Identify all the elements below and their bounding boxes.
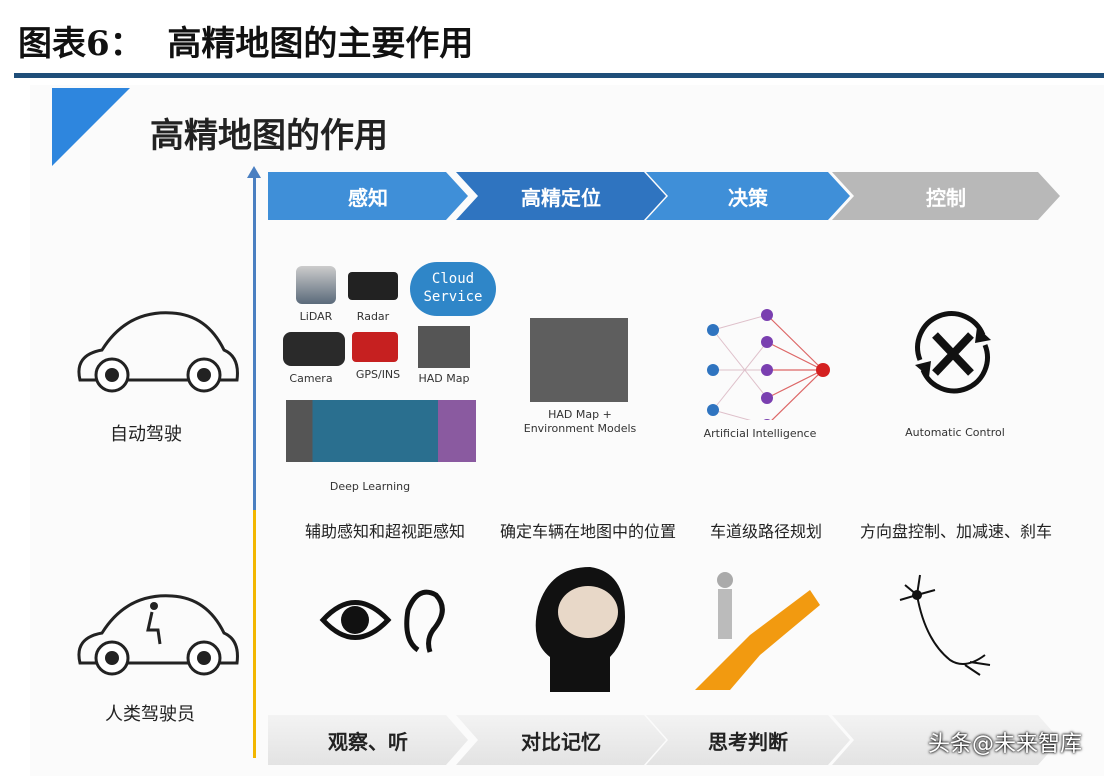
stage-perception: 感知 [268, 172, 468, 220]
corner-triangle [52, 88, 130, 166]
deep-learning-image [286, 400, 476, 462]
stage-localization: 高精定位 [456, 172, 666, 220]
radar-label: Radar [356, 310, 390, 323]
camera-image [283, 332, 345, 366]
cloud-service-icon: Cloud Service [410, 262, 496, 316]
human-stage-memory: 对比记忆 [456, 715, 666, 765]
car-icon-human [77, 594, 239, 676]
neural-network-icon [707, 309, 830, 420]
desc-perception: 辅助感知和超视距感知 [305, 522, 466, 541]
radar-image [348, 272, 398, 300]
human-stage-observe: 观察、听 [268, 715, 468, 765]
stage-control: 控制 [832, 172, 1060, 220]
control-caption: Automatic Control [905, 426, 1005, 439]
axis-arrow-icon [247, 166, 261, 178]
camera-label: Camera [289, 372, 333, 385]
car-icon-auto [77, 311, 239, 393]
human-stage-judgement: 思考判断 [646, 715, 850, 765]
desc-localization: 确定车辆在地图中的位置 [500, 522, 677, 541]
desc-control: 方向盘控制、加减速、刹车 [860, 522, 1053, 541]
diagram-heading: 高精地图的作用 [150, 116, 388, 156]
gps-ins-image [352, 332, 398, 362]
axis-human [253, 510, 256, 758]
had-map-thumb [418, 326, 470, 368]
label-autonomous: 自动驾驶 [110, 424, 182, 445]
label-human-driver: 人类驾驶员 [105, 704, 195, 725]
watermark: 头条@未来智库 [927, 732, 1082, 757]
brain-head-icon [535, 567, 625, 692]
localization-caption: HAD Map + Environment Models [523, 408, 637, 435]
figure-title: 图表6： 高精地图的主要作用 [18, 24, 474, 64]
stage-decision: 决策 [646, 172, 850, 220]
ai-caption: Artificial Intelligence [703, 427, 817, 440]
gps-label: GPS/INS [355, 368, 401, 381]
axis-auto [253, 176, 256, 510]
human-stage-control [832, 715, 1060, 765]
lidar-image [296, 266, 336, 304]
deep-learning-label: Deep Learning [329, 480, 411, 493]
had-map-label: HAD Map [418, 372, 470, 385]
lidar-label: LiDAR [299, 310, 333, 323]
decision-path-icon [695, 572, 820, 690]
desc-decision: 车道级路径规划 [710, 522, 823, 541]
title-rule [14, 73, 1104, 78]
eye-ear-icon [319, 589, 445, 653]
neuron-icon [899, 574, 991, 676]
had-map-environment-image [530, 318, 628, 402]
automatic-control-icon [915, 311, 991, 394]
